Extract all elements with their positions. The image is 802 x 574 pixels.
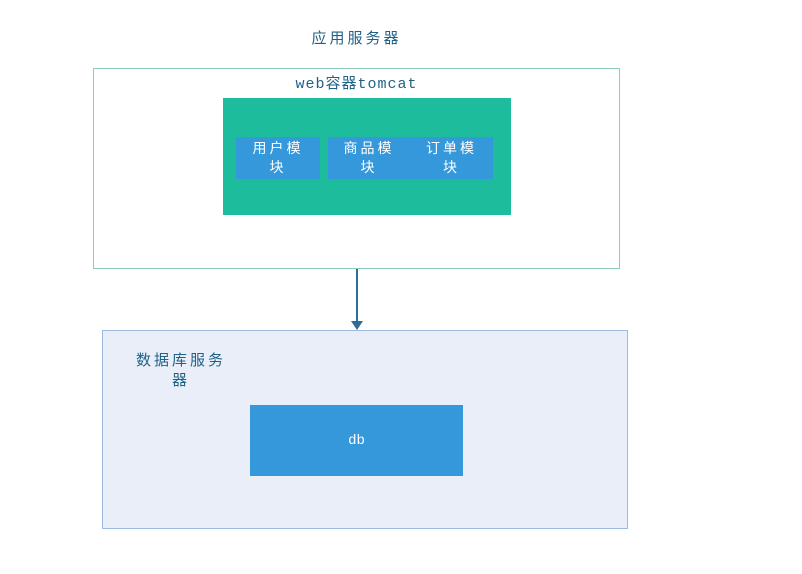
db-box: db — [250, 405, 463, 476]
diagram-title: 应用服务器 — [311, 30, 402, 47]
tomcat-container-box: 用户模 块 商品模 块 订单模 块 — [223, 98, 511, 215]
module-box-user: 用户模 块 — [236, 137, 320, 179]
module-box-product: 商品模 块 — [328, 137, 410, 179]
db-server-label: 数据库服务 器 — [135, 352, 226, 389]
web-container-label: web容器tomcat — [295, 76, 418, 93]
module-box-order: 订单模 块 — [410, 137, 493, 179]
connector-arrow-head-icon — [351, 321, 363, 330]
db-server-box: 数据库服务 器 db — [102, 330, 628, 529]
connector-arrow-line — [356, 269, 358, 322]
app-server-box: web容器tomcat 用户模 块 商品模 块 订单模 块 — [93, 68, 620, 269]
